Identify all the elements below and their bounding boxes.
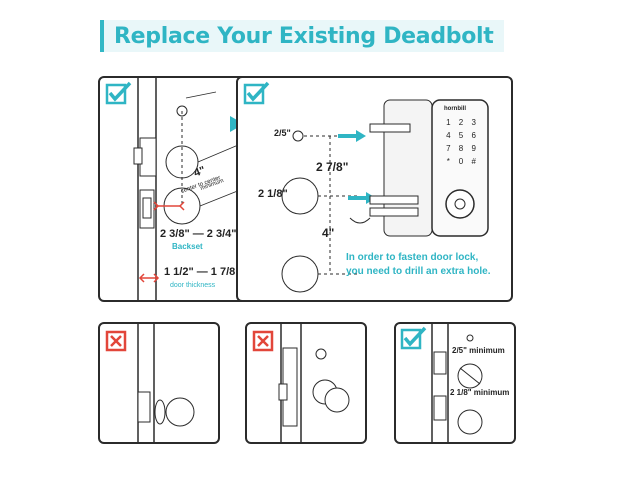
key-star[interactable]: *: [446, 157, 450, 166]
door-thickness-label: door thickness: [170, 282, 216, 289]
knob-only-diagram: [105, 324, 195, 442]
door-thickness-value: 1 1/2" — 1 7/8": [164, 266, 241, 278]
panel-reject-knob: [98, 322, 220, 444]
check-icon: [400, 326, 427, 350]
note-line2: you need to drill an extra hole.: [346, 266, 491, 277]
backset-label: Backset: [172, 242, 203, 251]
panel-new-lock: hornbill 1 2 3 4 5 6 7 8 9 * 0 # 2/5" 2 …: [236, 76, 513, 302]
key-0[interactable]: 0: [458, 157, 464, 166]
min-hole-label: 2/5" minimum: [452, 346, 505, 355]
check-icon: [243, 81, 270, 105]
key-7[interactable]: 7: [446, 144, 451, 153]
key-4[interactable]: 4: [446, 131, 451, 140]
key-9[interactable]: 9: [471, 144, 476, 153]
spacing-label: 4": [322, 226, 335, 240]
key-3[interactable]: 3: [471, 118, 476, 127]
keypad-grid: 1 2 3 4 5 6 7 8 9 * 0 #: [442, 118, 480, 166]
key-2[interactable]: 2: [458, 118, 464, 127]
check-icon: [105, 81, 132, 105]
panel-reject-mortise: [245, 322, 367, 444]
minimum-bore-diagram: [400, 324, 483, 442]
note-line1: In order to fasten door lock,: [346, 252, 479, 263]
small-hole-label: 2/5": [274, 128, 291, 138]
gap-label: 2 7/8": [316, 160, 349, 174]
key-8[interactable]: 8: [458, 144, 464, 153]
panel-measurements: 4" center to center minimum 2 3/8" — 2 3…: [98, 76, 259, 302]
x-icon: [105, 330, 127, 352]
x-icon: [252, 330, 274, 352]
key-hash[interactable]: #: [471, 157, 476, 166]
large-hole-label: 2 1/8": [258, 188, 288, 200]
panel-minimum-bore: 2/5" minimum 2 1/8" minimum: [394, 322, 516, 444]
keypad-brand: hornbill: [444, 106, 466, 112]
key-6[interactable]: 6: [471, 131, 476, 140]
backset-value: 2 3/8" — 2 3/4": [160, 228, 237, 240]
door-edge-diagram: [105, 78, 251, 300]
mortise-lock-diagram: [252, 324, 350, 442]
page-title: Replace Your Existing Deadbolt: [114, 23, 494, 49]
key-5[interactable]: 5: [458, 131, 464, 140]
min-bore-label: 2 1/8" minimum: [450, 388, 510, 397]
smart-lock-diagram: [243, 81, 489, 293]
key-1[interactable]: 1: [446, 118, 451, 127]
title-bar: Replace Your Existing Deadbolt: [100, 20, 504, 52]
